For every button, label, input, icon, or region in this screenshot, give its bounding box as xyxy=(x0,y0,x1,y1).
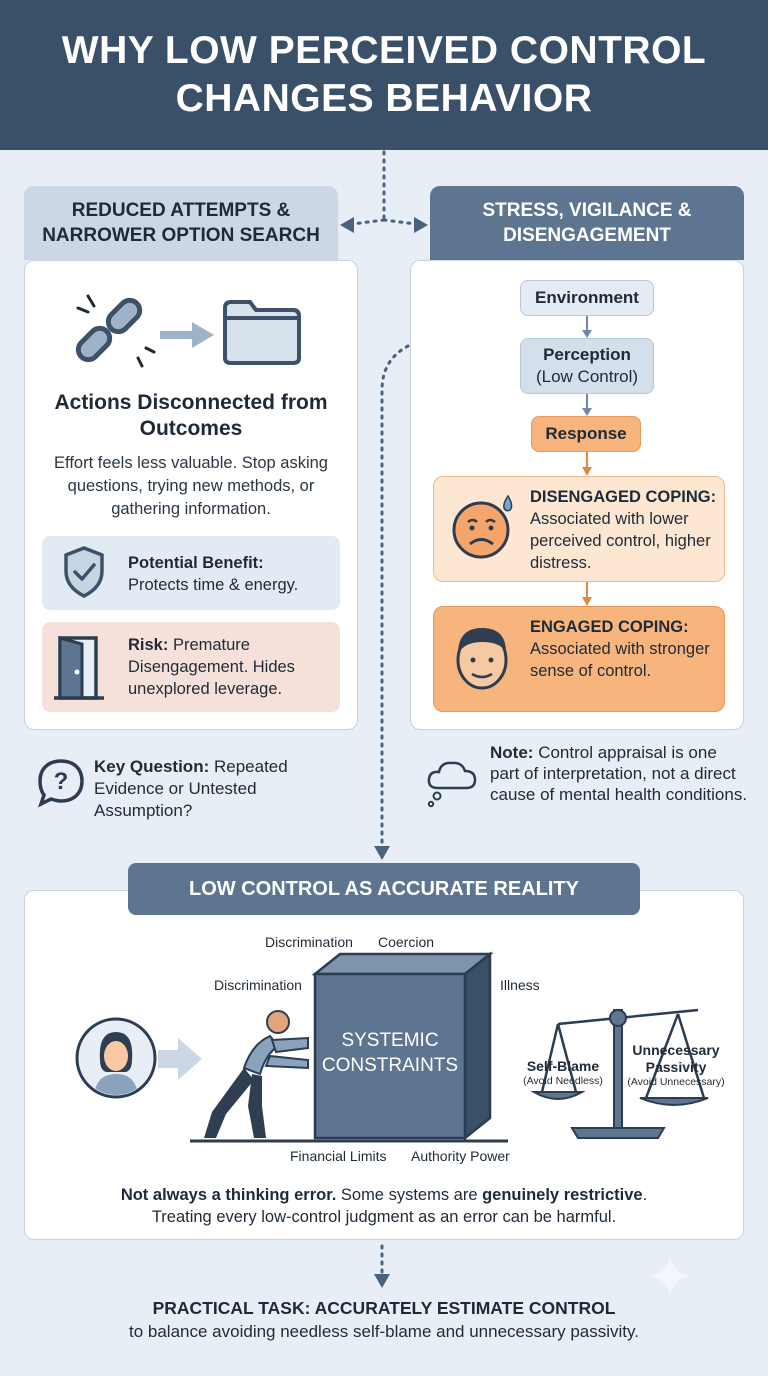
arrow-head-down-1 xyxy=(374,846,390,860)
bottom-bold-2: genuinely restrictive xyxy=(482,1186,643,1204)
perception-sub-label: (Low Control) xyxy=(535,367,639,386)
ground-line xyxy=(190,1139,508,1143)
key-question-text: Repeated Evidence or Untested Assumption… xyxy=(94,757,288,820)
label-discrimination-left: Discrimination xyxy=(214,977,302,993)
right-panel-title: STRESS, VIGILANCE & DISENGAGEMENT xyxy=(482,200,692,246)
arrow-head-left xyxy=(340,217,354,233)
systemic-constraints-box xyxy=(311,951,494,1141)
connector-to-left xyxy=(350,218,386,226)
left-lead-body: Effort feels less valuable. Stop asking … xyxy=(54,454,328,518)
open-door-icon xyxy=(54,636,104,700)
page-title: WHY LOW PERCEIVED CONTROL CHANGES BEHAVI… xyxy=(61,29,707,120)
worried-face-icon xyxy=(452,494,513,559)
note-text: Control appraisal is one part of interpr… xyxy=(490,743,748,804)
practical-title: PRACTICAL TASK: ACCURATELY ESTIMATE CONT… xyxy=(152,1298,616,1318)
scale-right-title-1: Unnecessary xyxy=(632,1042,720,1058)
thought-cloud-icon xyxy=(427,761,477,808)
disengaged-title: DISENGAGED COPING: xyxy=(530,488,717,506)
bottom-text-2: . xyxy=(642,1186,648,1204)
scale-right-sub: (Avoid Unnecessary) xyxy=(627,1076,725,1088)
connector-to-right xyxy=(382,218,418,226)
note-label: Note: xyxy=(490,743,534,762)
flow-node-environment: Environment xyxy=(520,280,654,316)
left-panel-tab: REDUCED ATTEMPTS & NARROWER OPTION SEARC… xyxy=(24,186,338,260)
label-discrimination-top: Discrimination xyxy=(265,934,353,950)
sparkle-icon xyxy=(650,1256,690,1296)
pushing-person-icon xyxy=(204,1010,309,1138)
arrow-right-icon-2 xyxy=(158,1038,202,1080)
broken-chain-icon xyxy=(75,294,156,368)
bottom-panel-tab: LOW CONTROL AS ACCURATE REALITY xyxy=(128,863,640,915)
left-panel-title: REDUCED ATTEMPTS & NARROWER OPTION SEARC… xyxy=(42,200,320,246)
label-financial-limits: Financial Limits xyxy=(290,1148,387,1164)
question-bubble-icon: ? xyxy=(38,759,84,808)
svg-text:?: ? xyxy=(54,768,69,795)
benefit-text: Protects time & energy. xyxy=(128,576,299,594)
risk-label: Risk: xyxy=(128,636,169,654)
folder-icon xyxy=(223,300,301,365)
bottom-text-1: Some systems are xyxy=(336,1186,483,1204)
scale-right-title-2: Passivity xyxy=(645,1059,707,1075)
scale-left-sub: (Avoid Needless) xyxy=(523,1075,603,1087)
right-panel-tab: STRESS, VIGILANCE & DISENGAGEMENT xyxy=(430,186,744,260)
flow-node-perception: Perception (Low Control) xyxy=(520,338,654,394)
arrow-head-right xyxy=(414,217,428,233)
key-question-label: Key Question: xyxy=(94,757,210,776)
disengaged-text: Associated with lower perceived control,… xyxy=(530,510,711,572)
flow-node-response: Response xyxy=(531,416,641,452)
label-coercion: Coercion xyxy=(378,934,435,950)
scale-left-title: Self-Blame xyxy=(526,1058,600,1074)
left-lead-title: Actions Disconnected from Outcomes xyxy=(54,391,328,440)
person-avatar-icon xyxy=(75,1017,157,1099)
systemic-label-1: SYSTEMIC xyxy=(341,1030,439,1051)
arrow-head-down-2 xyxy=(374,1274,390,1288)
label-illness: Illness xyxy=(500,977,540,993)
benefit-label: Potential Benefit: xyxy=(128,554,264,572)
label-authority-power: Authority Power xyxy=(411,1148,510,1164)
engaged-title: ENGAGED COPING: xyxy=(530,618,689,636)
bottom-bold-1: Not always a thinking error. xyxy=(120,1186,337,1204)
page-header: WHY LOW PERCEIVED CONTROL CHANGES BEHAVI… xyxy=(0,0,768,150)
practical-body: to balance avoiding needless self-blame … xyxy=(129,1322,639,1341)
connector-right-to-bottom xyxy=(380,344,410,850)
bottom-panel-title: LOW CONTROL AS ACCURATE REALITY xyxy=(189,877,579,900)
engaged-text: Associated with stronger sense of contro… xyxy=(530,640,710,680)
arrow-right-icon xyxy=(160,322,214,348)
shield-check-icon xyxy=(64,546,104,598)
perception-label: Perception xyxy=(543,345,631,364)
systemic-label-2: CONSTRAINTS xyxy=(321,1055,459,1076)
risk-text: Premature Disengagement. Hides unexplore… xyxy=(128,636,295,698)
calm-face-icon xyxy=(456,628,508,690)
balance-scale-icon xyxy=(530,1008,709,1139)
bottom-text-3: Treating every low-control judgment as a… xyxy=(151,1208,617,1226)
bottom-summary: Not always a thinking error. Some system… xyxy=(40,1184,728,1228)
